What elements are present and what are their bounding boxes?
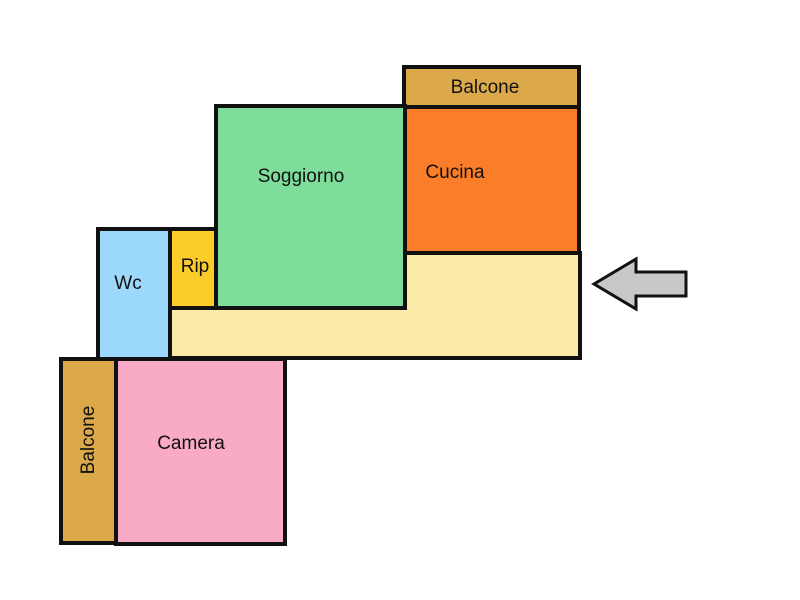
room-soggiorno <box>214 104 407 310</box>
room-cucina <box>402 105 581 255</box>
room-label-rip: Rip <box>181 256 210 277</box>
room-label-balcone-top: Balcone <box>451 77 520 98</box>
room-label-soggiorno: Soggiorno <box>258 166 345 187</box>
room-label-balcone-left: Balcone <box>78 406 99 475</box>
room-wc <box>96 227 172 361</box>
room-label-cucina: Cucina <box>425 162 485 183</box>
room-label-camera: Camera <box>157 433 225 454</box>
entrance-arrow-icon <box>591 256 688 312</box>
room-label-wc: Wc <box>114 273 141 294</box>
room-balcone-left <box>59 357 118 545</box>
